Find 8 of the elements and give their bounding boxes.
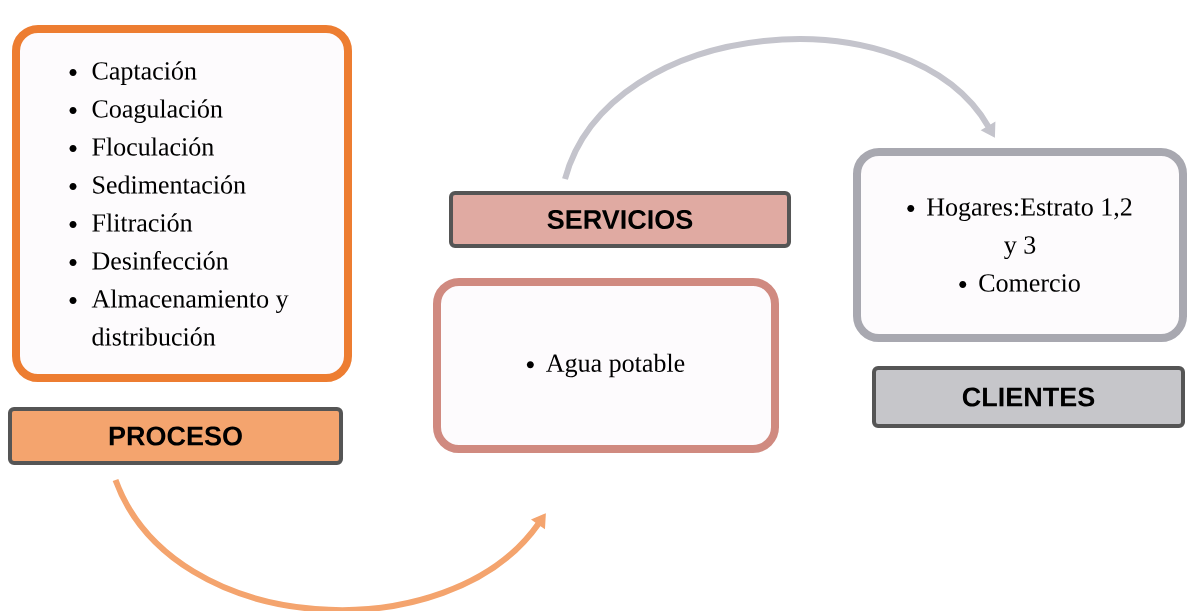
curved-arrow [562, 36, 996, 181]
services-label: SERVICIOS [449, 191, 791, 248]
curved-arrow [112, 478, 546, 611]
service-box: Agua potable [433, 278, 779, 453]
client-list-box: Hogares:Estrato 1,2 y 3 Comercio [853, 148, 1187, 342]
clients-label: CLIENTES [872, 366, 1185, 428]
process-label: PROCESO [8, 407, 343, 465]
process-list-box: Captación Coagulación Floculación Sedimentación Flitración Desinfección Almacenamiento y distribución [12, 25, 352, 382]
